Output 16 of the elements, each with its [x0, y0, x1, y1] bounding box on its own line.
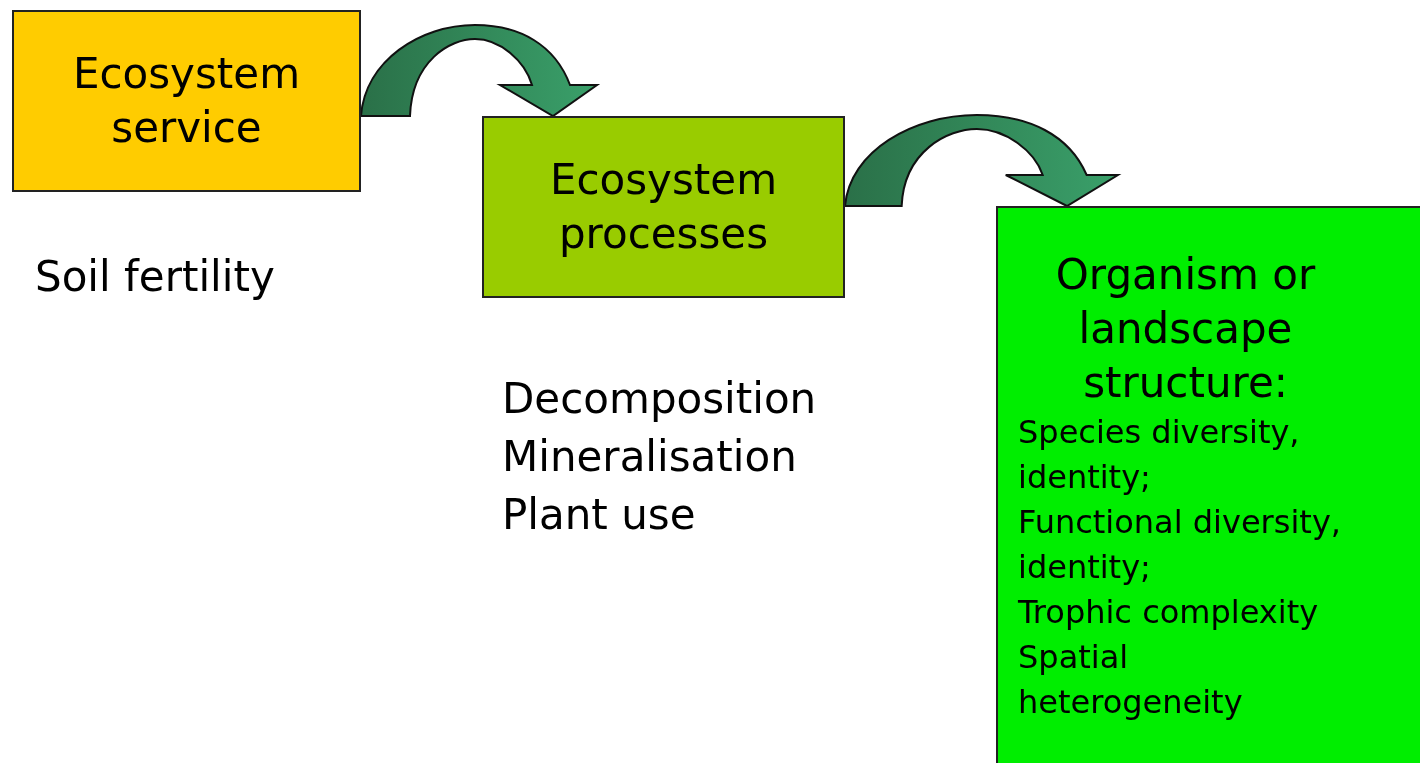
caption-text: Mineralisation: [502, 431, 797, 483]
curved-arrow: [844, 114, 1119, 207]
process-box: [996, 206, 1420, 763]
caption-text: Soil fertility: [35, 251, 275, 303]
box-item-text: Species diversity, identity;: [1018, 412, 1301, 498]
box-title: Organism or landscape structure:: [1054, 249, 1317, 409]
curved-arrow: [360, 24, 598, 117]
box-title: Ecosystem processes: [548, 154, 779, 260]
box-title: Ecosystem service: [71, 48, 302, 154]
caption-text: Plant use: [502, 489, 696, 541]
box-item-text: Trophic complexity: [1018, 592, 1320, 633]
process-box: [482, 116, 845, 298]
box-item-text: Spatial heterogeneity: [1018, 637, 1244, 723]
caption-text: Decomposition: [502, 373, 817, 425]
box-item-text: Functional diversity, identity;: [1018, 502, 1342, 588]
process-box: [12, 10, 361, 192]
